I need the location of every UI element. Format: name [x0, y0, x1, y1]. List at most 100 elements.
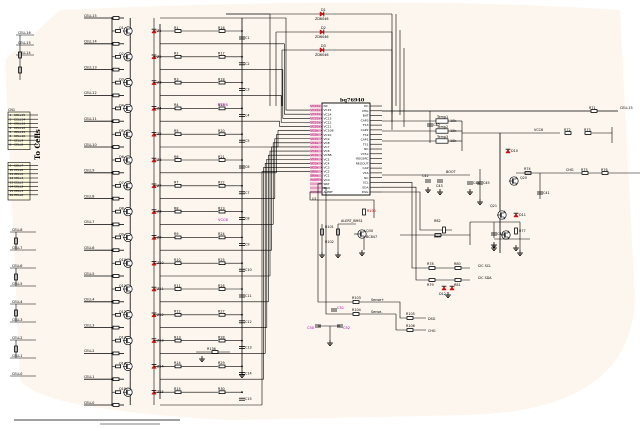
gate-resistor	[115, 364, 121, 369]
filter-resistor	[174, 209, 182, 214]
connector-pin-number: 4	[10, 126, 12, 130]
filter-resistor	[174, 106, 182, 111]
ic-right-pin-label: TS3	[362, 123, 369, 127]
capacitor-ref: C8	[245, 217, 250, 221]
dsg-mosfet-icon	[497, 210, 507, 220]
connector-pin-label: CELL3	[14, 180, 23, 184]
balance-mosfet-icon	[123, 361, 133, 371]
ic-right-pin-label: VSS	[363, 171, 369, 175]
pin-net-label: VC13x	[311, 112, 321, 116]
bus-wire	[266, 158, 322, 328]
ic-left-pin-label: VC12	[324, 120, 332, 124]
bus-wire	[272, 142, 322, 225]
capacitor-ref: C14	[245, 371, 252, 375]
pin-highlight	[310, 137, 321, 141]
ic-left-pin-label: VC14	[324, 112, 332, 116]
ic-right-pin-label: CHG	[362, 109, 369, 113]
filter-resistor	[174, 364, 182, 369]
filter-resistor	[218, 29, 226, 33]
dsg-label: DSG	[428, 317, 436, 321]
pin-highlight	[310, 166, 321, 169]
pin-highlight	[310, 129, 321, 132]
junction-dot	[111, 197, 113, 200]
transistor-ref: Q10	[119, 258, 126, 262]
resistor-ref: R104	[352, 308, 361, 312]
cell-net-label: CELL1	[84, 375, 94, 379]
balance-mosfet-icon	[123, 155, 133, 165]
left-aux-components: CELL16CELL15CELL14CELL8CELL7CELL6CELL5CE…	[10, 31, 180, 425]
junction-dot	[241, 339, 243, 342]
ic-left-pin-label: VC4	[324, 161, 330, 165]
bus-wire	[261, 171, 322, 405]
pin-highlight	[310, 149, 321, 153]
series-resistor	[112, 119, 120, 124]
resistor	[601, 171, 609, 175]
junction-dot	[111, 17, 113, 19]
transistor-ref: Q30	[366, 229, 373, 233]
resistor-ref: R26	[218, 284, 225, 288]
sda-label: I2C SDA	[478, 276, 492, 280]
cell-net-label: CELL10	[84, 143, 97, 147]
series-resistor	[112, 403, 120, 407]
pin-highlight	[310, 141, 321, 145]
ic-left-pin-label: VC9	[324, 137, 330, 141]
diode-ref: D12	[439, 292, 446, 296]
gate-resistor	[115, 132, 121, 137]
pin-highlight	[310, 153, 321, 157]
resistor-ref: R76	[601, 168, 608, 172]
resistor-ref: R102	[325, 240, 334, 244]
connector-pin-label: CELL6	[14, 168, 23, 172]
aux-net-label: CELL1	[12, 354, 22, 358]
pin-highlight	[310, 112, 321, 116]
balance-mosfet-icon	[123, 78, 133, 88]
balance-mosfet-icon	[123, 181, 133, 191]
filter-resistor	[218, 183, 226, 188]
gate-resistor	[115, 80, 121, 85]
bus-wire	[284, 43, 322, 115]
junction-dot	[241, 262, 243, 265]
connector-pin-number: 9	[10, 164, 12, 168]
resistor	[428, 266, 436, 270]
capacitor-ref: C7	[245, 191, 250, 195]
pin-net-label: VC12x	[311, 116, 321, 120]
aux-net-label: CELL3	[12, 318, 22, 322]
ic-left-pin-label: VC10B	[324, 129, 334, 133]
resistor-ref: R7	[174, 181, 179, 185]
chg-label: CHG	[566, 168, 574, 172]
cell-net-label: CELL15	[84, 14, 97, 18]
resistor-ref: R18	[218, 77, 225, 81]
series-resistor	[112, 325, 120, 330]
resistor-ref: R81	[454, 283, 461, 287]
gate-resistor	[115, 158, 121, 162]
gate-resistor	[115, 390, 121, 394]
aux-net-label: CELL14	[18, 51, 31, 55]
filter-resistor	[218, 312, 226, 317]
pin-highlight	[310, 104, 321, 108]
pin-highlight	[310, 145, 321, 149]
pin-net-label: VC6x	[311, 141, 319, 145]
gate-resistor	[115, 261, 121, 265]
transistor-ref: Q3	[119, 78, 124, 82]
ic-right-pin-label: REGSRC	[356, 157, 368, 161]
pin-highlight	[310, 186, 321, 190]
capacitor-ref: C10	[245, 268, 252, 272]
junction-dot	[111, 378, 113, 381]
transistor-ref: Q21	[490, 204, 497, 208]
ic-left-pin-label: VC8	[324, 141, 330, 145]
junction-dot	[111, 249, 113, 252]
aux-net-label: CELL4	[12, 300, 22, 304]
scl-wire	[382, 182, 470, 269]
resistor	[584, 131, 592, 135]
ic-right-pin-label: TS1	[362, 142, 369, 146]
resistor-ref: R28	[218, 335, 225, 339]
capacitor-ref: C52	[343, 326, 350, 330]
pin-net-label: VC10x	[311, 124, 321, 128]
resistor	[514, 227, 518, 235]
top-zener-diode-icon	[319, 47, 325, 53]
junction-dot	[241, 30, 243, 32]
junction-dot	[111, 146, 113, 148]
filter-resistor	[218, 80, 226, 85]
gate-resistor	[115, 312, 121, 317]
